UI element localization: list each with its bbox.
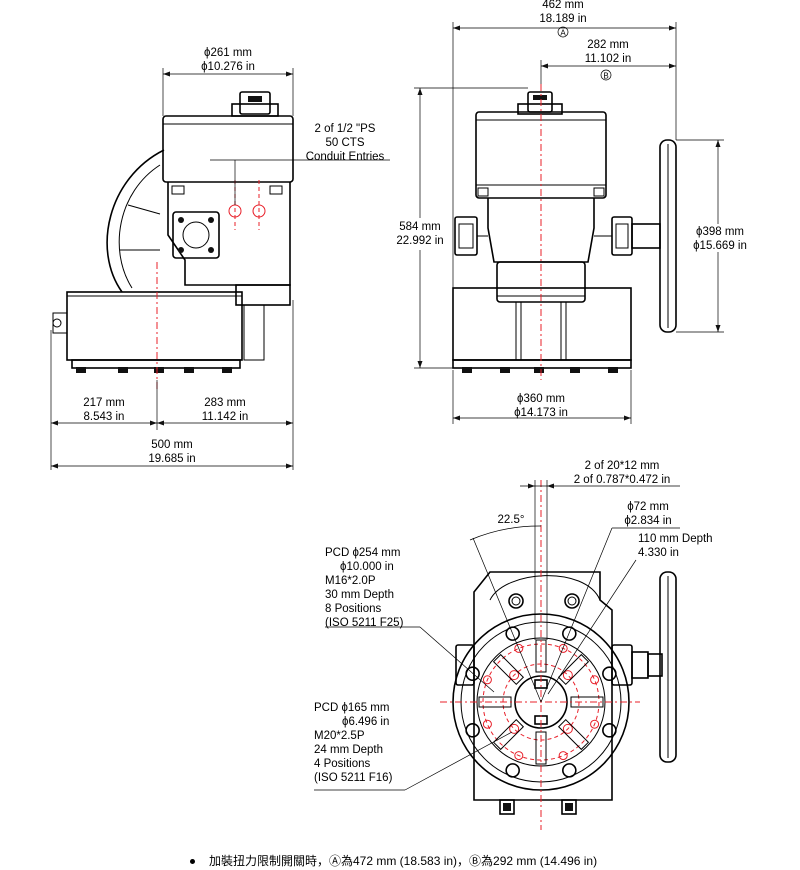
side-handwheel-rim <box>106 149 165 293</box>
pcd1-line2: ϕ10.000 in <box>340 561 394 573</box>
top-diameter-mm: ϕ261 mm <box>204 47 252 59</box>
front-handwheel <box>659 139 677 333</box>
dim-a-in: 18.189 in <box>539 13 586 25</box>
total-dim-in: 19.685 in <box>148 453 195 465</box>
bottom-gearbox-outline <box>473 571 613 801</box>
conduit-label-3: Conduit Entries <box>306 151 385 163</box>
pcd-165-hole <box>509 670 520 681</box>
right-dim-in: 11.142 in <box>202 411 248 423</box>
right-dim-mm: 283 mm <box>204 397 246 409</box>
outer-mount-hole <box>465 666 480 681</box>
bore-dia-mm: ϕ72 mm <box>627 501 669 513</box>
pcd-254-hole <box>482 719 492 729</box>
top-diameter-in: ϕ10.276 in <box>201 61 255 73</box>
pcd-254-hole <box>514 643 524 653</box>
outer-mount-hole <box>562 626 577 641</box>
left-dim-in: 8.543 in <box>84 411 125 423</box>
outer-mount-hole <box>505 626 520 641</box>
radial-slot <box>557 653 590 686</box>
pcd2-line1: PCD ϕ165 mm <box>314 702 389 714</box>
radial-slot <box>492 653 525 686</box>
pcd-254-hole <box>482 675 492 685</box>
side-view: ϕ261 mm ϕ10.276 in 2 of 1/2 "PS 50 CTS C… <box>50 47 390 470</box>
outer-mount-hole <box>562 763 577 778</box>
front-view: 462 mm 18.189 in A 282 mm 11.102 in B 58… <box>392 0 754 424</box>
radial-slot <box>492 718 525 751</box>
base-dia-mm: ϕ360 mm <box>517 393 565 405</box>
height-mm: 584 mm <box>399 221 441 233</box>
pcd-165-hole <box>509 723 520 734</box>
pcd1-line6: (ISO 5211 F25) <box>325 617 404 629</box>
pcd2-line6: (ISO 5211 F16) <box>314 772 393 784</box>
bottom-handwheel <box>659 571 677 763</box>
side-flange <box>172 211 220 259</box>
pcd1-line4: 30 mm Depth <box>325 589 394 601</box>
pcd2-line3: M20*2.5P <box>314 730 365 742</box>
outer-mount-hole <box>602 666 617 681</box>
radial-slot <box>478 696 512 708</box>
pcd-254-hole <box>558 751 568 761</box>
marker-b: B <box>603 72 608 81</box>
radial-slot <box>557 718 590 751</box>
pcd2-line2: ϕ6.496 in <box>342 716 389 728</box>
front-motor-housing <box>475 111 607 199</box>
key-dim-mm: 2 of 20*12 mm <box>585 460 660 472</box>
pcd-254-hole <box>558 643 568 653</box>
pcd1-line3: M16*2.0P <box>325 575 376 587</box>
outer-mount-hole <box>602 723 617 738</box>
wheel-dia-in: ϕ15.669 in <box>693 240 747 252</box>
depth-in: 4.330 in <box>638 547 679 559</box>
side-gearbox <box>66 291 243 361</box>
footnote-text: 加裝扭力限制開關時，Ⓐ為472 mm (18.583 in)，Ⓑ為292 mm … <box>209 854 598 868</box>
radial-slot <box>570 696 604 708</box>
front-gearbox <box>452 287 632 361</box>
angle-label: 22.5° <box>498 514 525 526</box>
height-in: 22.992 in <box>396 235 443 247</box>
conduit-label-2: 50 CTS <box>326 137 365 149</box>
dim-a-mm: 462 mm <box>542 0 584 11</box>
dim-b-mm: 282 mm <box>587 39 629 51</box>
pcd-254-hole <box>590 719 600 729</box>
depth-mm: 110 mm Depth <box>638 533 713 545</box>
pcd-165-hole <box>562 723 573 734</box>
footnote: 加裝扭力限制開關時，Ⓐ為472 mm (18.583 in)，Ⓑ為292 mm … <box>190 852 597 869</box>
key-dim-in: 2 of 0.787*0.472 in <box>574 474 671 486</box>
bore-dia-in: ϕ2.834 in <box>624 515 671 527</box>
total-dim-mm: 500 mm <box>151 439 193 451</box>
side-motor-housing <box>162 115 294 183</box>
wheel-dia-mm: ϕ398 mm <box>696 226 744 238</box>
pcd2-line4: 24 mm Depth <box>314 744 383 756</box>
pcd-165-hole <box>562 670 573 681</box>
pcd-254-hole <box>514 751 524 761</box>
base-dia-in: ϕ14.173 in <box>514 407 568 419</box>
pcd-254-hole <box>590 675 600 685</box>
marker-a: A <box>560 29 566 38</box>
radial-slot <box>535 731 547 765</box>
outer-mount-hole <box>465 723 480 738</box>
bullet-icon <box>190 859 195 865</box>
pcd2-line5: 4 Positions <box>314 758 371 770</box>
bottom-view: 2 of 20*12 mm 2 of 0.787*0.472 in 22.5° … <box>314 460 713 830</box>
outer-mount-hole <box>505 763 520 778</box>
left-dim-mm: 217 mm <box>83 397 125 409</box>
pcd-254-circle <box>482 643 600 761</box>
conduit-label-1: 2 of 1/2 "PS <box>315 123 376 135</box>
dim-b-in: 11.102 in <box>585 53 631 65</box>
radial-slot <box>535 639 547 673</box>
pcd1-line1: PCD ϕ254 mm <box>325 547 400 559</box>
pcd1-line5: 8 Positions <box>325 603 382 615</box>
